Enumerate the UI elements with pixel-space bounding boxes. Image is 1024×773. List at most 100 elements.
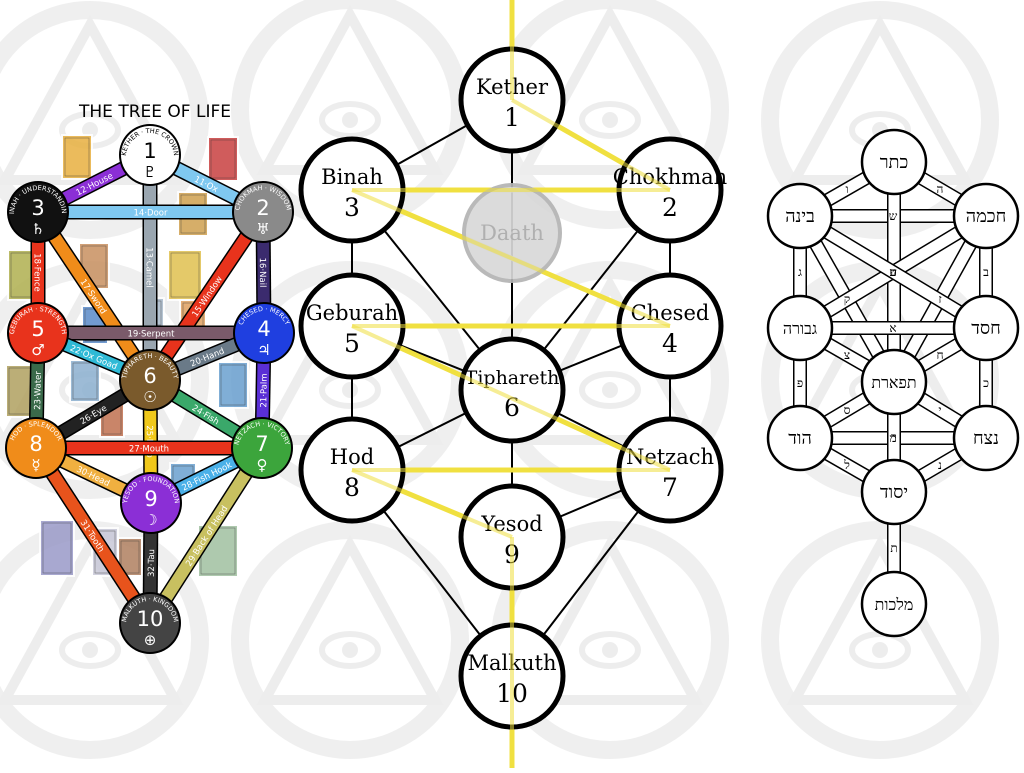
left-sephirah-number: 10: [137, 607, 164, 631]
planet-symbol-icon: ⊕: [144, 631, 157, 649]
right-path-letter: ס: [844, 403, 851, 417]
left-path: 14·Door: [38, 204, 263, 220]
planet-symbol-icon: ☿: [31, 456, 40, 474]
planet-symbol-icon: ♀: [257, 456, 268, 474]
right-path-letter: צ: [844, 348, 850, 362]
right-sephirah-name: בינה: [785, 206, 815, 227]
right-sephirah: תפארת: [860, 348, 928, 416]
right-path-letter: פ: [797, 376, 803, 390]
center-sephirah-name: Yesod: [480, 512, 542, 536]
daath-circle: [462, 183, 562, 283]
right-sephirah-name: חכמה: [966, 206, 1006, 227]
planet-symbol-icon: ♃: [257, 341, 270, 359]
center-lightning-flash-overlay: [351, 0, 671, 768]
tarot-card-thumbnail: [69, 359, 101, 403]
center-tree-panel: Daath Kether1Chokhmah2Binah3Chesed4Gebur…: [298, 0, 727, 768]
right-sephirah: בינה: [766, 182, 834, 250]
left-path-label: 19·Serpent: [128, 330, 176, 340]
daath-node: Daath: [462, 183, 562, 283]
center-sephirah-number: 1: [504, 103, 520, 132]
right-path-letter: ה: [937, 182, 944, 196]
left-sephirah-number: 3: [31, 196, 44, 220]
right-sephirah: חכמה: [952, 182, 1020, 250]
watermark-eye-triangle-icon: [761, 521, 999, 759]
right-path-letter: ח: [936, 348, 943, 362]
tarot-card-thumbnail: [167, 249, 203, 301]
tarot-card-thumbnail: [217, 361, 249, 409]
center-sephirah-number: 8: [344, 473, 360, 502]
center-sephirah-number: 4: [662, 329, 678, 358]
right-path-letter: ט: [889, 265, 896, 279]
left-path-label: 13·Camel: [144, 247, 154, 288]
right-sephirah-name: תפארת: [871, 373, 916, 392]
right-sephirah-name: הוד: [788, 428, 812, 449]
center-sephirah-name: Binah: [321, 165, 383, 189]
right-path-letter: ד: [891, 265, 897, 279]
lightning-flash-overlay-segment: [511, 98, 671, 192]
right-path-letter: ו: [845, 182, 848, 196]
center-sephirah-number: 7: [662, 473, 678, 502]
lightning-flash-overlay-segment: [351, 324, 671, 472]
right-sephirah: נצח: [952, 404, 1020, 472]
left-path: 17·Sword: [31, 207, 157, 385]
right-sephirah: הוד: [766, 404, 834, 472]
right-sephirah-name: נצח: [973, 428, 999, 449]
right-sephirah: מלכות: [860, 570, 928, 638]
right-sephirah: חסד: [952, 294, 1020, 362]
right-path-letter: ג: [798, 265, 802, 279]
right-path-letter: ר: [891, 430, 897, 444]
planet-symbol-icon: ♂: [31, 341, 44, 359]
left-sephirah-number: 6: [143, 364, 156, 388]
right-path-letter: ב: [983, 265, 989, 279]
right-path: [796, 210, 990, 334]
planet-symbol-icon: ♄: [31, 220, 44, 238]
right-sephirah: גבורה: [766, 294, 834, 362]
watermark-eye-triangle-icon: [231, 521, 469, 759]
center-sephirah-number: 3: [344, 193, 360, 222]
right-sephirah-name: חסד: [971, 318, 1001, 339]
right-path-letter: ז: [938, 292, 941, 306]
lightning-flash-overlay-segment: [351, 188, 671, 328]
left-path-label: 32·Tau: [147, 549, 157, 577]
right-sephirah-name: מלכות: [875, 595, 914, 614]
right-path-letter: ת: [890, 541, 897, 555]
right-sephirah-name: יסוד: [880, 482, 908, 503]
tarot-card-thumbnail: [61, 134, 93, 180]
right-path-letter: מ: [889, 431, 896, 445]
left-panel-title: THE TREE OF LIFE: [78, 102, 231, 122]
right-path-letter: ק: [844, 292, 850, 306]
right-path-letter: ל: [843, 458, 850, 472]
center-sephirah-number: 5: [344, 329, 360, 358]
daath-label: Daath: [480, 221, 544, 245]
left-sephirah-number: 5: [31, 317, 44, 341]
right-path-letter: נ: [938, 458, 942, 472]
left-path-label: 16·Nail: [257, 258, 267, 288]
left-sephirah-number: 9: [144, 487, 157, 511]
left-sephirah-number: 8: [29, 432, 42, 456]
left-path-label: 27·Mouth: [129, 445, 169, 455]
left-tree-panel: THE TREE OF LIFE 11·Ox12·House13·Camel14…: [0, 0, 295, 654]
left-sephirah-number: 2: [256, 196, 269, 220]
center-sephirah-name: Tiphareth: [465, 367, 560, 389]
planet-symbol-icon: ☉: [143, 388, 156, 406]
right-sephirah: יסוד: [860, 458, 928, 526]
right-sephirah: כתר: [860, 128, 928, 196]
left-path-label: 21·Palm: [259, 373, 270, 407]
planet-symbol-icon: ♇: [143, 163, 156, 181]
center-sephirah-name: Hod: [330, 445, 374, 469]
left-sephirah-number: 4: [257, 317, 270, 341]
right-sephirah-name: כתר: [880, 152, 909, 173]
tarot-card-thumbnail: [207, 136, 239, 182]
